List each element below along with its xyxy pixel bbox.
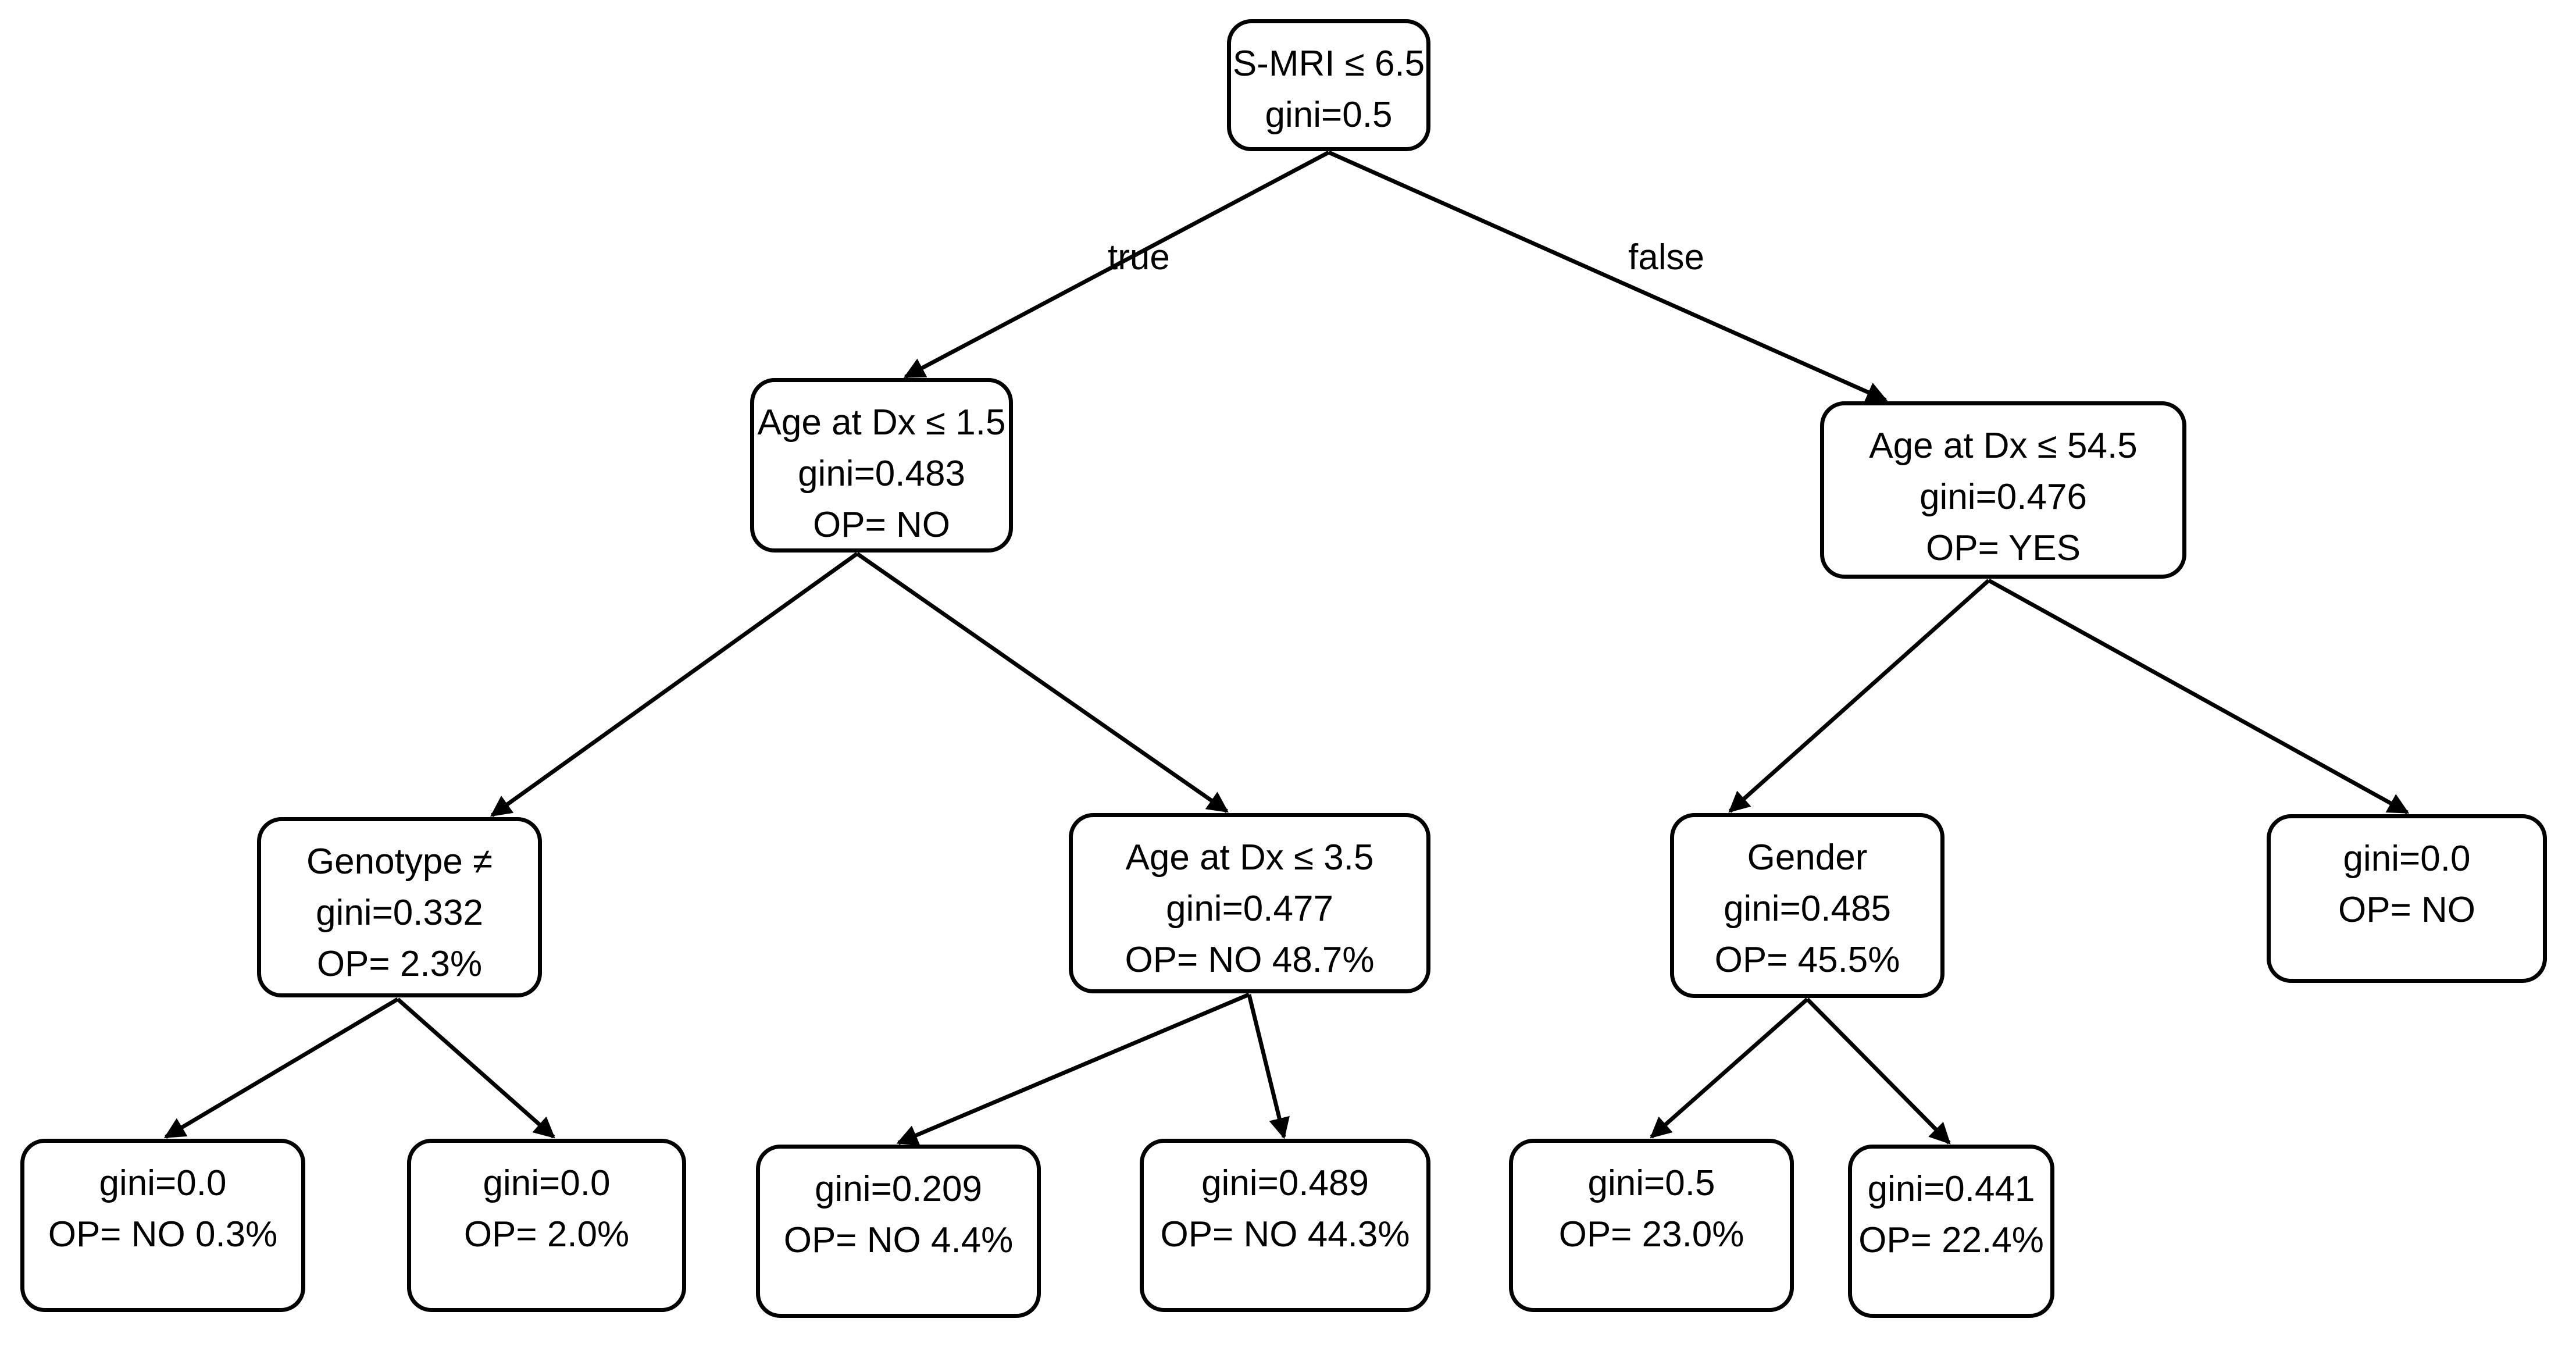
node-line: gini=0.477 bbox=[1166, 889, 1333, 929]
tree-edge bbox=[855, 552, 1229, 813]
node-line: OP= 45.5% bbox=[1714, 940, 1900, 981]
node-line: gini=0.441 bbox=[1867, 1169, 2035, 1209]
tree-edge bbox=[1988, 578, 2410, 815]
node-line: OP= NO 44.3% bbox=[1160, 1214, 1410, 1255]
tree-edge bbox=[1247, 994, 1290, 1139]
node-line: gini=0.483 bbox=[798, 454, 965, 494]
node-line: OP= NO 4.4% bbox=[783, 1220, 1014, 1261]
node-line: OP= 23.0% bbox=[1558, 1214, 1744, 1255]
node-line: Age at Dx ≤ 3.5 bbox=[1125, 837, 1374, 878]
tree-edge bbox=[1728, 579, 1990, 813]
node-line: gini=0.485 bbox=[1724, 889, 1891, 929]
root-node-s-mri: S-MRI ≤ 6.5 gini=0.5 bbox=[1227, 19, 1430, 151]
edge-label-false: false bbox=[1628, 237, 1704, 277]
edge-label-true: true bbox=[1108, 237, 1170, 277]
node-line: Age at Dx ≤ 1.5 bbox=[757, 402, 1006, 443]
node-line: Gender bbox=[1747, 837, 1868, 878]
node-line: gini=0.209 bbox=[815, 1169, 982, 1209]
node-line: OP= NO bbox=[2338, 890, 2475, 931]
node-line: OP= NO bbox=[812, 505, 950, 546]
node-line: Genotype ≠ bbox=[306, 842, 493, 882]
node-line: gini=0.5 bbox=[1265, 95, 1393, 136]
node-line: OP= NO 0.3% bbox=[48, 1214, 278, 1255]
node-line: gini=0.476 bbox=[1919, 477, 2087, 518]
node-line: gini=0.0 bbox=[483, 1163, 611, 1203]
tree-edge bbox=[490, 552, 859, 817]
node-line: S-MRI ≤ 6.5 bbox=[1232, 44, 1425, 84]
tree-edge bbox=[396, 997, 555, 1139]
tree-edge bbox=[163, 997, 399, 1139]
node-line: gini=0.0 bbox=[2343, 839, 2471, 879]
tree-edge bbox=[1650, 997, 1809, 1139]
node-line: OP= YES bbox=[1926, 528, 2081, 569]
node-line: gini=0.489 bbox=[1201, 1163, 1369, 1203]
node-line: OP= NO 48.7% bbox=[1125, 940, 1375, 981]
tree-edge bbox=[1328, 150, 1888, 402]
node-line: OP= 2.0% bbox=[463, 1214, 630, 1255]
tree-edge bbox=[896, 992, 1250, 1146]
node-line: OP= 22.4% bbox=[1858, 1220, 2044, 1261]
node-line: gini=0.332 bbox=[316, 893, 483, 933]
node-line: gini=0.5 bbox=[1587, 1163, 1715, 1203]
node-line: OP= 2.3% bbox=[316, 944, 483, 985]
node-line: Age at Dx ≤ 54.5 bbox=[1869, 426, 2138, 466]
tree-edge bbox=[1806, 997, 1951, 1145]
node-line: gini=0.0 bbox=[99, 1163, 227, 1203]
